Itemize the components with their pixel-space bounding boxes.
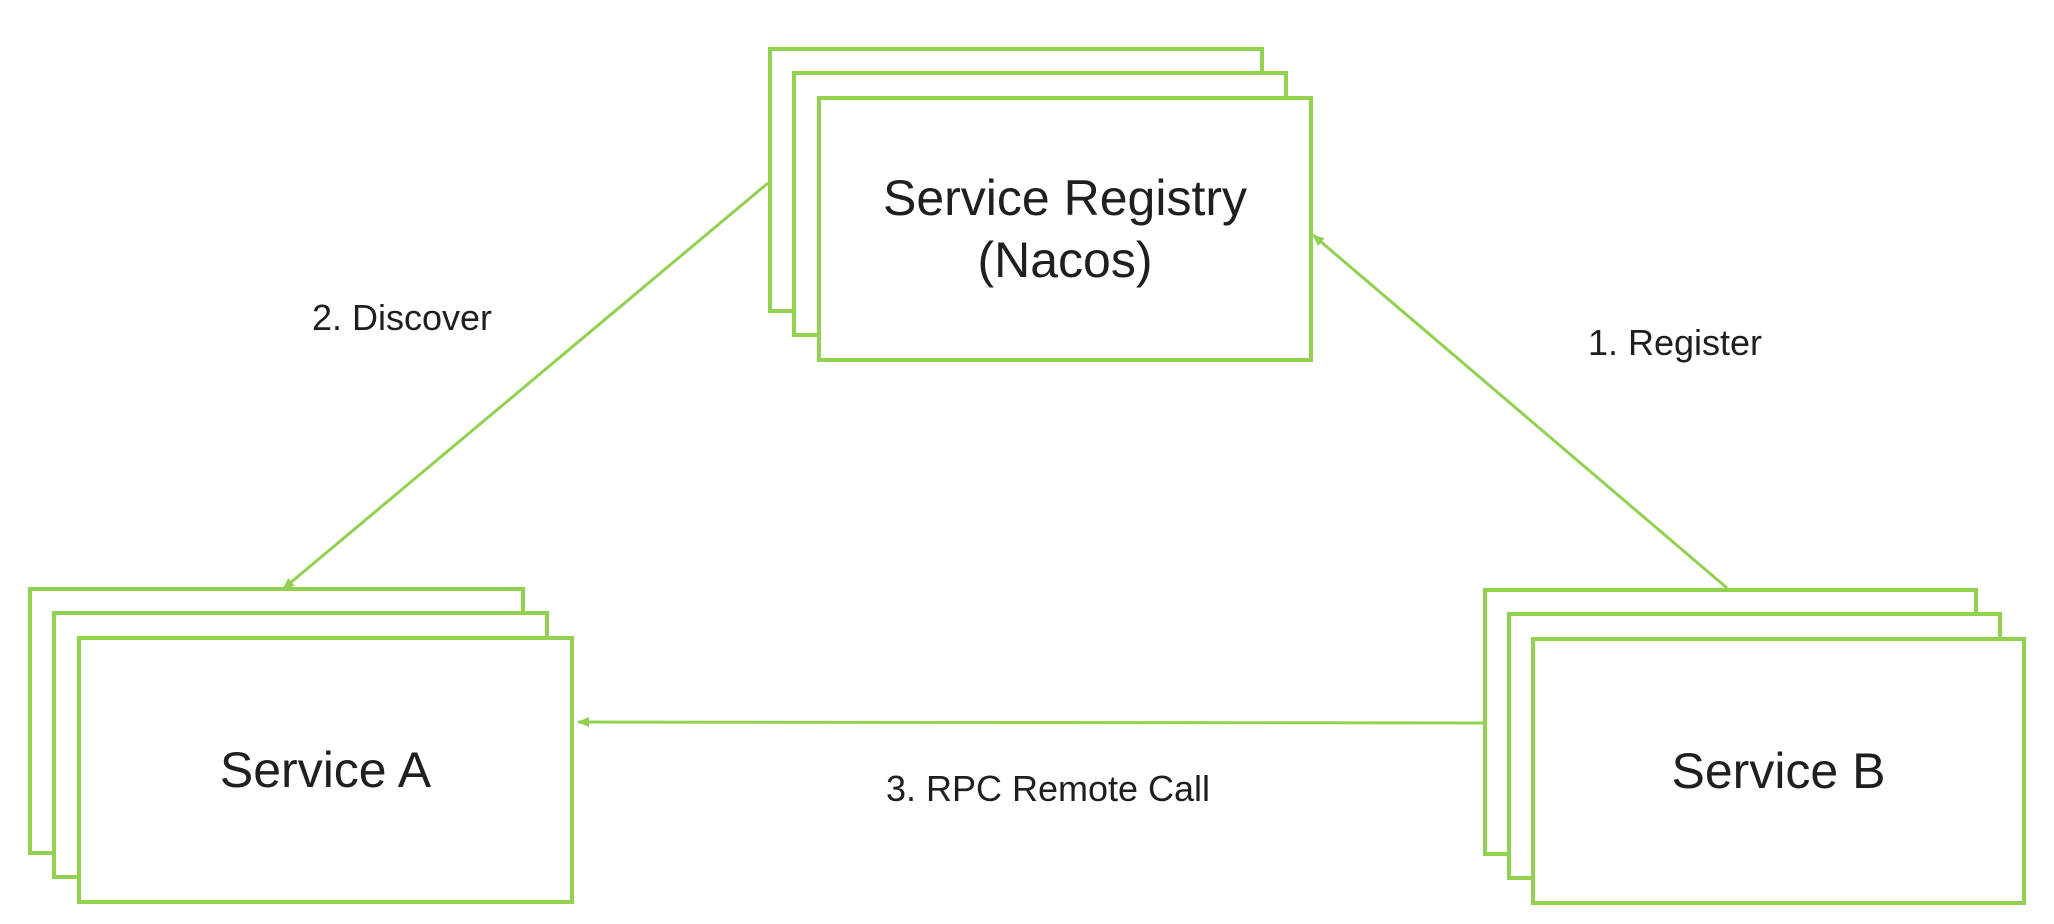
service-a-label-text: Service A (219, 742, 432, 798)
stack-layer-front (1531, 637, 2026, 905)
service-registry-label-line2: (Nacos) (977, 232, 1153, 288)
rpc-arrow (577, 717, 1484, 728)
service-a-label: Service A (77, 636, 574, 904)
register-arrow (1312, 233, 1728, 590)
stack-layer-front (817, 96, 1313, 362)
discover-arrow-label: 2. Discover (311, 297, 493, 338)
rpc-arrow-label: 3. RPC Remote Call (885, 768, 1211, 809)
service-b-label: Service B (1531, 637, 2026, 905)
service-b-label-text: Service B (1671, 743, 1886, 799)
service-registry-label-line1: Service Registry (883, 170, 1247, 226)
discover-arrow (282, 181, 769, 591)
register-arrow-label: 1. Register (1587, 322, 1763, 363)
service-registry-label: Service Registry (Nacos) (817, 96, 1313, 362)
stack-layer-front (77, 636, 574, 904)
